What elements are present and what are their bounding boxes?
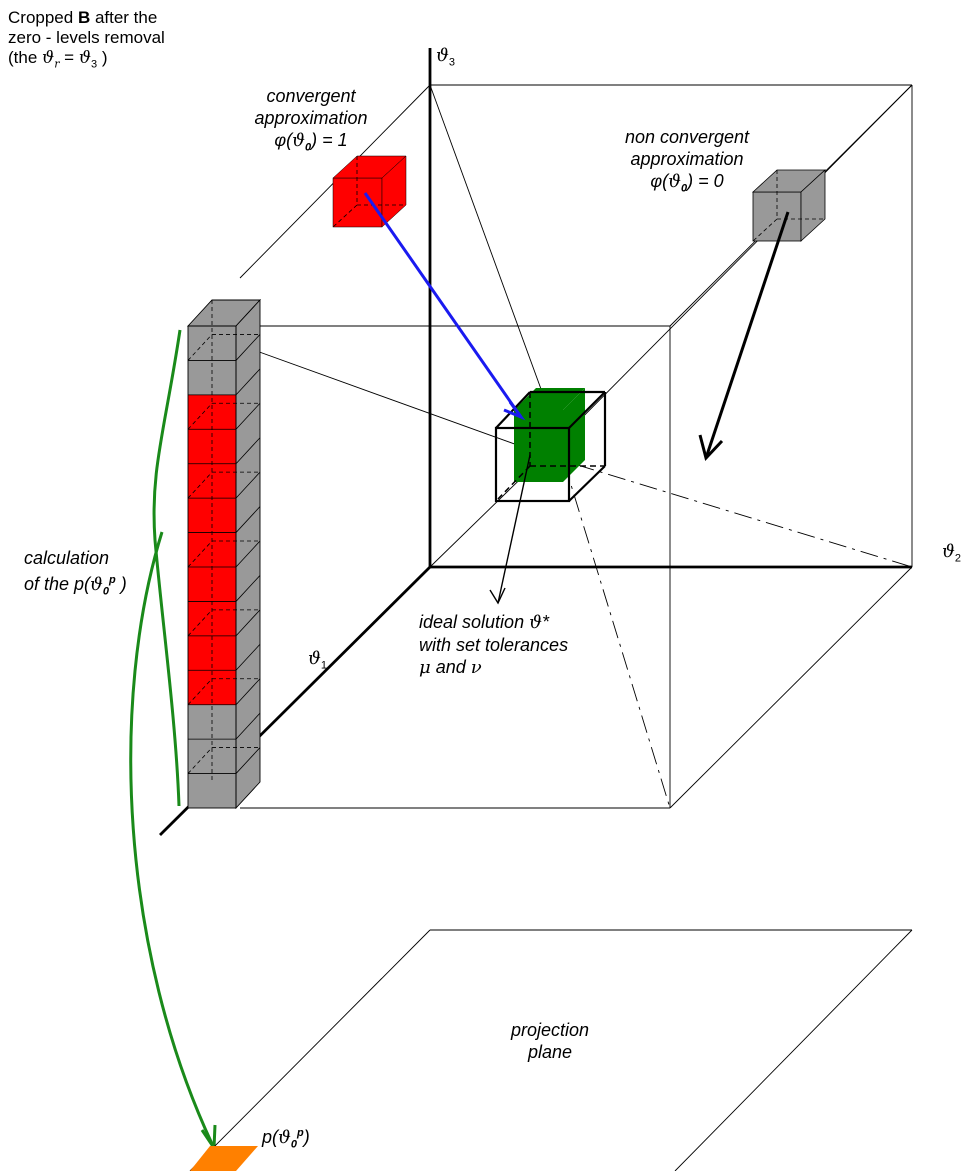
- cube-column: [186, 298, 262, 810]
- caption-theta-r: ϑ: [42, 48, 55, 68]
- convergent-cube: [332, 155, 407, 228]
- ideal-pointer: [497, 454, 531, 604]
- calculation-sup: p: [109, 574, 116, 586]
- nonconvergent-phi: φ(: [650, 171, 669, 191]
- convergent-value: ) = 1: [311, 130, 348, 150]
- nonconvergent-sub: 0: [680, 182, 688, 195]
- caption-post: after the: [90, 8, 158, 27]
- nonconvergent-theta: ϑ: [668, 171, 681, 192]
- projection-plane: [189, 929, 913, 1171]
- p-label-sub: 0: [290, 1138, 298, 1151]
- calculation-label: calculation of the p(ϑ0p ): [24, 547, 127, 603]
- nonconvergent-cube: [751, 169, 827, 242]
- axis-label-theta1: ϑ1: [308, 647, 327, 677]
- axis-label-theta3: ϑ3: [436, 44, 455, 74]
- projection-line2: plane: [527, 1042, 573, 1062]
- convergent-label: convergent approximation φ(ϑ0) = 1: [232, 85, 390, 159]
- nonconvergent-label: non convergent approximation φ(ϑ0) = 0: [606, 126, 768, 200]
- p-label: p(ϑ0p): [262, 1122, 310, 1156]
- axis-theta2-sym: ϑ: [942, 541, 955, 562]
- convergent-phi: φ(: [274, 130, 293, 150]
- ideal-mu: μ: [419, 657, 431, 678]
- green-arrow-a: [152, 329, 182, 807]
- caption-line3-post: ): [97, 48, 108, 67]
- axis-theta3-sub: 3: [448, 56, 455, 69]
- caption-line3-pre: (the: [8, 48, 43, 67]
- calculation-sub: 0: [102, 585, 110, 598]
- caption-bold: B: [77, 8, 91, 27]
- p-label-post: ): [303, 1127, 310, 1147]
- convergent-line1: convergent: [266, 86, 356, 106]
- caption-pre: Cropped: [8, 8, 78, 27]
- projection-line1: projection: [510, 1020, 590, 1040]
- nonconvergent-line1: non convergent: [624, 127, 750, 147]
- axis-theta1-sym: ϑ: [308, 648, 321, 669]
- caption-line2: zero - levels removal: [8, 28, 165, 47]
- axis-theta1-sub: 1: [320, 659, 327, 672]
- caption-sub-r: r: [54, 57, 60, 71]
- calculation-line1: calculation: [24, 548, 110, 568]
- ideal-solution-box: [494, 388, 607, 503]
- green-arrow-b: [129, 531, 216, 1149]
- caption-sub-3: 3: [90, 58, 98, 71]
- ideal-and: and: [430, 657, 471, 677]
- arrows: [129, 192, 790, 1153]
- ideal-solution-label: ideal solution ϑ* with set tolerances μ …: [419, 611, 568, 679]
- ideal-nu: ν: [470, 657, 482, 678]
- projection-cell: [190, 1146, 258, 1171]
- convergent-line2: approximation: [254, 108, 368, 128]
- calculation-pre: of the p(: [24, 574, 91, 594]
- convergent-sub: 0: [304, 141, 312, 154]
- calculation-theta: ϑ: [90, 574, 103, 595]
- black-arrow: [704, 211, 790, 459]
- ideal-star: *: [541, 612, 549, 632]
- calculation-post: ): [115, 574, 127, 594]
- nonconvergent-value: ) = 0: [687, 171, 724, 191]
- caption-eq: =: [59, 48, 79, 67]
- p-label-theta: ϑ: [278, 1127, 291, 1148]
- p-label-sup: p: [297, 1127, 304, 1139]
- p-label-pre: p(: [262, 1127, 279, 1147]
- axis-label-theta2: ϑ2: [942, 540, 961, 570]
- projection-label: projection plane: [488, 1019, 612, 1063]
- axis-theta3-sym: ϑ: [436, 45, 449, 66]
- caption-theta-3: ϑ: [78, 48, 91, 68]
- caption: Cropped B after the zero - levels remova…: [8, 8, 165, 74]
- ideal-line1-pre: ideal solution: [419, 612, 530, 632]
- ideal-theta: ϑ: [529, 612, 542, 633]
- axis-theta2-sub: 2: [954, 552, 961, 565]
- blue-arrow: [363, 192, 523, 418]
- ideal-line2: with set tolerances: [419, 635, 569, 655]
- convergent-theta: ϑ: [292, 130, 305, 151]
- nonconvergent-line2: approximation: [630, 149, 744, 169]
